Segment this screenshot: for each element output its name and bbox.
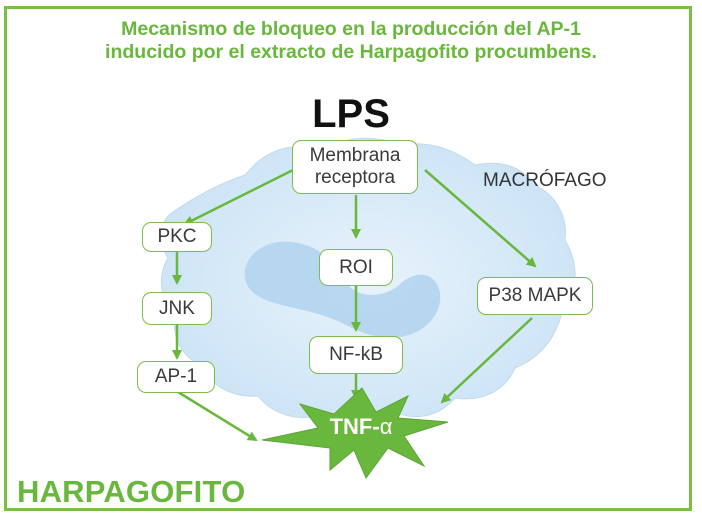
node-jnk: JNK <box>142 292 212 325</box>
diagram-frame <box>4 6 692 511</box>
node-nfkb: NF-kB <box>309 336 403 374</box>
membrana-line-2: receptora <box>314 167 396 188</box>
tnf-suffix: α <box>379 414 393 439</box>
harpagofito-label: HARPAGOFITO <box>17 474 246 509</box>
node-membrana-receptora: Membrana receptora <box>292 140 418 194</box>
arrow-ap1-tnf <box>177 390 258 442</box>
node-pkc: PKC <box>142 222 212 252</box>
membrana-line-1: Membrana <box>309 145 401 166</box>
node-p38-mapk: P38 MAPK <box>477 277 593 315</box>
nucleus <box>244 241 441 338</box>
arrow-membrana-pkc <box>183 166 298 226</box>
title-line-1: Mecanismo de bloqueo en la producción de… <box>121 18 581 40</box>
lps-label: LPS <box>312 92 390 136</box>
diagram-title: Mecanismo de bloqueo en la producción de… <box>0 18 702 64</box>
arrow-p38-tnf <box>440 317 533 404</box>
tnf-starburst <box>261 387 449 480</box>
tnf-prefix: TNF- <box>329 414 380 439</box>
tnf-alpha-label: TNF-α <box>306 414 416 440</box>
node-ap1: AP-1 <box>137 361 215 393</box>
node-roi: ROI <box>319 249 393 286</box>
title-line-2: inducido por el extracto de Harpagofito … <box>105 41 597 63</box>
arrow-membrana-p38 <box>424 169 537 268</box>
macrophage-label: MACRÓFAGO <box>483 170 607 191</box>
